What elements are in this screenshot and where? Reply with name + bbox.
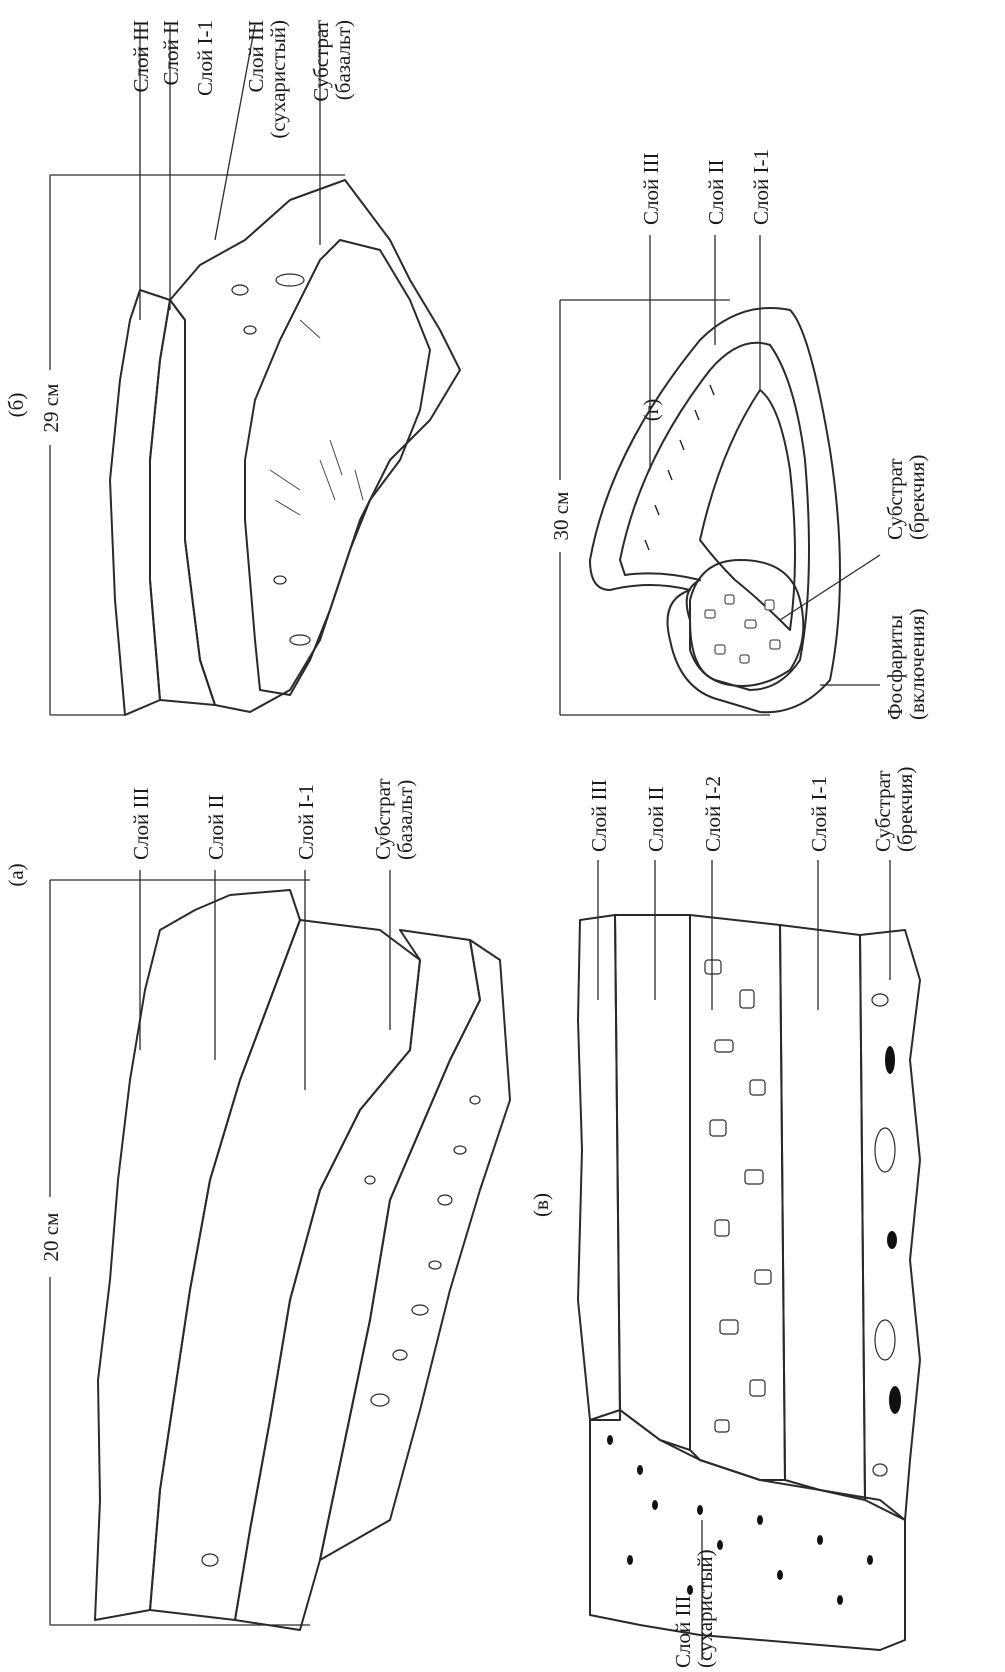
panel-a-layer-label-1: Слой III	[129, 788, 153, 860]
panel-v-bottom-label-1: Слой III	[671, 1596, 695, 1668]
panel-v: (в)	[529, 767, 920, 1668]
panel-a-scale-label: 20 см	[39, 1213, 63, 1262]
panel-v-clasts	[705, 960, 771, 1432]
panel-g-layer-label-2: Слой II	[704, 160, 728, 225]
panel-g-layer-label-1: Слой III	[639, 153, 663, 225]
panel-v-letter: (в)	[529, 1193, 553, 1217]
panel-g: (г) 30 см Слой III Слой II Слой I-	[546, 149, 929, 720]
panel-g-bottom-label-1: Фосфариты	[883, 615, 907, 720]
panel-a: (а) 20 см Слой III Слой II	[4, 778, 510, 1630]
panel-b-layer-label-7: (базальт)	[331, 20, 355, 100]
panel-v-layer-1-1	[780, 925, 865, 1500]
panel-b-streaks	[270, 320, 363, 515]
panel-b-layer-label-3: Слой I-1	[193, 20, 217, 96]
panel-v-layer-3	[578, 915, 620, 1420]
panel-g-layer-label-3: Слой I-1	[749, 149, 773, 225]
panel-g-letter: (г)	[639, 399, 663, 422]
panel-b-layer-2	[150, 300, 215, 705]
panel-a-layer-1	[235, 930, 480, 1630]
panel-b-layer-label-2: Слой II	[159, 20, 183, 85]
panel-a-layer-label-4: Субстрат	[371, 778, 395, 860]
panel-v-layer-label-5: Субстрат	[871, 770, 895, 852]
panel-v-bottom-label-2: (сухаристый)	[693, 1549, 717, 1668]
panel-v-layer-1-2	[690, 915, 785, 1480]
panel-b-layer-label-1: Слой III	[129, 20, 153, 92]
panel-v-layer-label-2: Слой II	[644, 787, 668, 852]
panel-a-substrate	[320, 940, 510, 1560]
panel-b-layer-label-5: (сухаристый)	[266, 20, 290, 139]
panel-v-layer-2	[615, 915, 690, 1450]
panel-a-layer-label-3: Слой I-1	[294, 784, 318, 860]
panel-g-layer-2	[620, 343, 809, 690]
panel-b-scale-label: 29 см	[39, 384, 63, 433]
panel-v-substrate	[860, 930, 920, 1520]
panel-a-layer-label-2: Слой II	[204, 795, 228, 860]
panel-g-bottom-label-4: (брекчия)	[905, 455, 929, 540]
panel-b-letter: (б)	[4, 393, 28, 418]
panel-a-layer-label-5: (базальт)	[393, 780, 417, 860]
panel-b-substrate	[245, 240, 430, 695]
panel-a-layer-2	[150, 920, 420, 1620]
panel-b-layer-label-6: Субстрат	[309, 20, 333, 102]
panel-b-layer-3-dark	[170, 180, 460, 712]
panel-b: (б) 29 см Слой III Слой II Слой	[4, 20, 460, 715]
panel-v-layer-label-6: (брекчия)	[893, 767, 917, 852]
panel-v-dry-dots	[607, 1435, 873, 1605]
panel-g-scale-label: 30 см	[549, 492, 573, 541]
panel-a-letter: (а)	[4, 863, 28, 886]
panel-b-inclusions	[232, 274, 310, 645]
panel-v-layer-label-4: Слой I-1	[807, 776, 831, 852]
panel-g-layer-1	[700, 390, 795, 630]
panel-v-layer-3-dry	[590, 1410, 905, 1650]
panel-g-phosphorites	[705, 595, 780, 663]
panel-g-bottom-label-2: (включения)	[905, 609, 929, 721]
panel-g-bottom-label-3: Субстрат	[883, 458, 907, 540]
panel-a-inclusions	[202, 1096, 480, 1566]
panel-b-layer-label-4: Слой III	[244, 20, 268, 92]
panel-v-layer-label-3: Слой I-2	[701, 776, 725, 852]
panel-v-layer-label-1: Слой III	[587, 780, 611, 852]
